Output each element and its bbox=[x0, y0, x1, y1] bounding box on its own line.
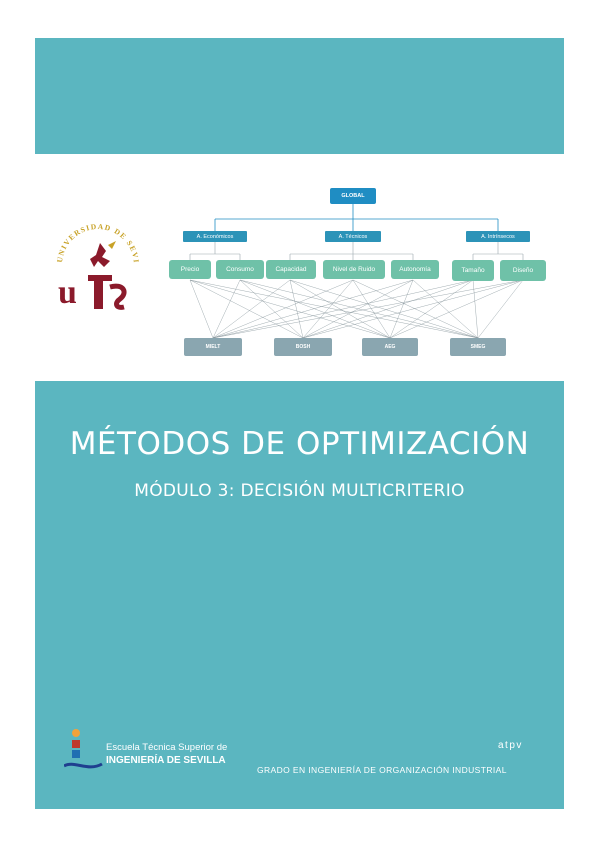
criterion-alternative-link bbox=[212, 279, 414, 339]
ahp-hierarchy-diagram: GLOBAL A. Económicos A. Técnicos A. Intr… bbox=[160, 180, 560, 365]
node-criterion-capacidad: Capacidad bbox=[266, 260, 316, 279]
criterion-alternative-link bbox=[212, 279, 354, 339]
node-criterion-autonomia: Autonomía bbox=[391, 260, 439, 279]
node-alternative-mielt: MIELT bbox=[184, 338, 242, 356]
degree-name: GRADO EN INGENIERÍA DE ORGANIZACIÓN INDU… bbox=[257, 765, 507, 775]
school-name-line2: INGENIERÍA DE SEVILLA bbox=[106, 755, 226, 766]
criterion-alternative-link bbox=[212, 279, 474, 339]
node-alternative-bosh: BOSH bbox=[274, 338, 332, 356]
document-subtitle: MÓDULO 3: DECISIÓN MULTICRITERIO bbox=[134, 481, 465, 501]
criterion-alternative-link bbox=[239, 279, 304, 339]
criterion-alternative-link bbox=[189, 279, 304, 339]
criterion-alternative-link bbox=[389, 279, 414, 339]
criterion-alternative-link bbox=[302, 279, 414, 339]
hierarchy-connectors bbox=[189, 204, 524, 339]
node-alternative-aeg: AEG bbox=[362, 338, 418, 356]
criterion-alternative-link bbox=[389, 279, 474, 339]
top-banner bbox=[35, 38, 564, 154]
school-name-line1: Escuela Técnica Superior de bbox=[106, 742, 228, 753]
criterion-alternative-link bbox=[189, 279, 479, 339]
node-criterion-nivel-de-ruido: Nivel de Ruido bbox=[323, 260, 385, 279]
svg-text:u: u bbox=[58, 274, 77, 311]
criterion-alternative-link bbox=[212, 279, 291, 339]
node-alternative-smeg: SMEG bbox=[450, 338, 506, 356]
author-tag: atpv bbox=[498, 740, 523, 751]
criterion-alternative-link bbox=[212, 279, 524, 339]
school-logo: Escuela Técnica Superior de INGENIERÍA D… bbox=[63, 728, 234, 776]
criterion-alternative-link bbox=[412, 279, 479, 339]
document-title: MÉTODOS DE OPTIMIZACIÓN bbox=[69, 426, 530, 462]
node-criterion-precio: Precio bbox=[169, 260, 211, 279]
criterion-alternative-link bbox=[189, 279, 214, 339]
node-category-economicos: A. Económicos bbox=[183, 231, 247, 242]
node-category-intrinsecos: A. Intrínsecos bbox=[466, 231, 530, 242]
criterion-alternative-link bbox=[302, 279, 474, 339]
node-global: GLOBAL bbox=[330, 188, 376, 204]
criterion-alternative-link bbox=[212, 279, 241, 339]
criterion-alternative-link bbox=[289, 279, 479, 339]
criterion-alternative-link bbox=[302, 279, 524, 339]
criterion-alternative-link bbox=[289, 279, 391, 339]
main-cover-band bbox=[35, 381, 564, 809]
criterion-alternative-link bbox=[477, 279, 524, 339]
criterion-alternative-link bbox=[239, 279, 479, 339]
node-criterion-consumo: Consumo bbox=[216, 260, 264, 279]
node-category-tecnicos: A. Técnicos bbox=[325, 231, 381, 242]
criterion-alternative-link bbox=[302, 279, 354, 339]
criterion-alternative-link bbox=[289, 279, 304, 339]
node-criterion-diseno: Diseño bbox=[500, 260, 546, 281]
criterion-alternative-link bbox=[189, 279, 391, 339]
university-logo: UNIVERSIDAD DE SEVILLA u bbox=[47, 206, 146, 319]
school-emblem-icon bbox=[63, 729, 103, 769]
criterion-alternative-link bbox=[352, 279, 391, 339]
criterion-alternative-link bbox=[352, 279, 479, 339]
criterion-alternative-link bbox=[472, 279, 479, 339]
node-criterion-tamano: Tamaño bbox=[452, 260, 494, 281]
criterion-alternative-link bbox=[389, 279, 524, 339]
criterion-alternative-link bbox=[239, 279, 391, 339]
